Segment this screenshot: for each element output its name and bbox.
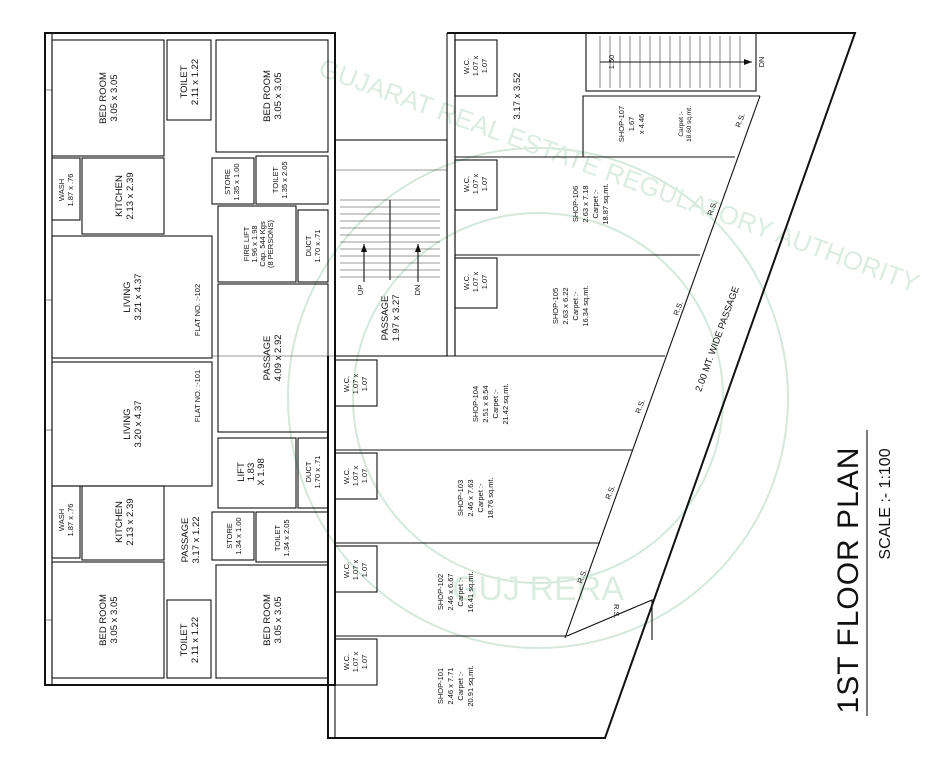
watermark-ring-text: GUJARAT REAL ESTATE REGULATORY AUTHORITY xyxy=(315,52,924,298)
label-shop-107-carpet: Carpet :-18.60 sq.mt. xyxy=(678,106,693,142)
room-toilet-2 xyxy=(255,155,329,205)
rera-watermark-seal: GUJ RERA GUJARAT REAL ESTATE REGULATORY … xyxy=(287,52,924,649)
room-bedroom-2 xyxy=(215,39,329,153)
label-toilet-4: TOILET2.11 x 1.22 xyxy=(179,617,201,663)
label-stair-dn: DN xyxy=(413,285,422,296)
room-toilet-3 xyxy=(255,511,329,563)
label-passage-2: PASSAGE3.17 x 1.22 xyxy=(180,516,202,563)
label-rs-1: R.S. xyxy=(733,112,746,129)
label-toilet-2: TOILET1.35 x 2.05 xyxy=(271,161,289,198)
label-store-2: STORE1.34 x 1.00 xyxy=(225,517,243,554)
label-shop-101: SHOP-1012.46 x 7.71Carpet :-20.91 sq.mt. xyxy=(436,665,475,706)
label-bedroom-4: BED ROOM3.05 x 3.05 xyxy=(262,594,284,646)
label-bedroom-3: BED ROOM3.05 x 3.05 xyxy=(98,594,120,646)
label-bedroom-1: BED ROOM3.05 x 3.05 xyxy=(98,72,120,124)
room-kitchen-1 xyxy=(81,157,165,235)
label-rs-3: R.S. xyxy=(671,300,684,317)
room-toilet-1 xyxy=(166,39,212,121)
label-wash-2: WASH1.87 x .76 xyxy=(57,504,75,537)
room-duct-1 xyxy=(297,209,329,283)
label-wc-4: W.C.1.07 x1.07 xyxy=(342,374,369,395)
label-wc-6: W.C.1.07 x1.07 xyxy=(342,560,369,581)
label-wc-5: W.C.1.07 x1.07 xyxy=(342,466,369,487)
label-wc-3: W.C.1.07 x1.07 xyxy=(462,272,489,293)
room-fire-lift xyxy=(217,205,297,283)
label-wash-1: WASH1.87 x .76 xyxy=(57,174,75,207)
label-shop-104: SHOP-1042.51 x 8.54Carpet :-21.42 sq.mt. xyxy=(471,383,510,424)
label-top-room: 3.17 x 3.52 xyxy=(512,72,523,119)
label-flat-102: FLAT NO. :-102 xyxy=(193,284,202,336)
label-wc-2: W.C.1.07 x1.07 xyxy=(462,174,489,195)
label-shop-103: SHOP-1032.46 x 7.63Carpet :-18.76 sq.mt. xyxy=(456,477,495,518)
label-top-stair-dn: DN xyxy=(757,57,766,68)
label-top-stair-width: 1.50 xyxy=(607,55,616,70)
label-toilet-3: TOILET1.34 x 2.05 xyxy=(273,519,291,556)
watermark-text: GUJ RERA xyxy=(452,570,624,608)
label-living-2: LIVING3.20 x 4.37 xyxy=(122,400,144,447)
room-wash-1 xyxy=(51,157,81,221)
label-stair-up: UP xyxy=(356,285,365,295)
label-wide-passage: 2.00 MT. WIDE PASSAGE xyxy=(693,285,741,393)
label-stair-passage: PASSAGE1.97 x 3.27 xyxy=(380,294,402,341)
label-store-1: STORE1.35 x 1.00 xyxy=(223,163,241,200)
label-shop-105: SHOP-1052.63 x 6.22Carpet :-16.34 sq.mt. xyxy=(551,285,590,326)
label-duct-1: DUCT1.70 x .71 xyxy=(304,230,322,263)
room-store-1 xyxy=(211,157,255,205)
room-wash-2 xyxy=(51,485,81,559)
label-rs-7: R.S. xyxy=(612,604,621,619)
label-shop-102: SHOP-1022.46 x 6.67Carpet :-16.41 sq.mt. xyxy=(436,571,475,612)
label-wc-1: W.C.1.07 x1.07 xyxy=(462,56,489,77)
label-living-1: LIVING3.21 x 4.37 xyxy=(122,273,144,320)
shops-block: DN 1.50 xyxy=(327,32,857,739)
label-wc-7: W.C.1.07 x1.07 xyxy=(342,652,369,673)
label-fire-lift: FIRE LIFT1.96 x 1.98Cap. 544 Kgs(8 PERSO… xyxy=(242,220,275,268)
label-bedroom-2: BED ROOM3.05 x 3.05 xyxy=(262,70,284,122)
room-living-1 xyxy=(51,235,213,359)
label-rs-4: R.S. xyxy=(633,398,646,415)
title-block: 1ST FLOOR PLAN SCALE :- 1:100 xyxy=(832,430,894,716)
label-kitchen-1: KITCHEN2.13 x 2.39 xyxy=(114,172,136,219)
room-store-2 xyxy=(211,511,255,561)
label-toilet-1: TOILET2.11 x 1.22 xyxy=(179,59,201,105)
label-kitchen-2: KITCHEN2.13 x 2.39 xyxy=(114,498,136,545)
room-kitchen-2 xyxy=(81,485,165,561)
label-flat-101: FLAT NO. :-101 xyxy=(193,370,202,422)
drawing-scale: SCALE :- 1:100 xyxy=(877,448,894,559)
flats-labels: BED ROOM3.05 x 3.05 TOILET2.11 x 1.22 BE… xyxy=(57,59,322,663)
room-bedroom-1 xyxy=(51,39,165,157)
label-passage-1: PASSAGE4.09 x 2.92 xyxy=(262,334,284,381)
room-lift xyxy=(217,437,297,509)
drawing-title: 1ST FLOOR PLAN xyxy=(832,447,865,714)
label-lift: LIFT1.83X 1.98 xyxy=(236,458,267,485)
label-shop-106: SHOP-1062.63 x 7.18Carpet :-18.87 sq.mt. xyxy=(571,183,610,224)
room-toilet-4 xyxy=(166,599,212,679)
label-shop-107: SHOP-1071.67x 4.46 xyxy=(617,106,646,142)
label-duct-2: DUCT1.70 x .71 xyxy=(304,456,322,489)
